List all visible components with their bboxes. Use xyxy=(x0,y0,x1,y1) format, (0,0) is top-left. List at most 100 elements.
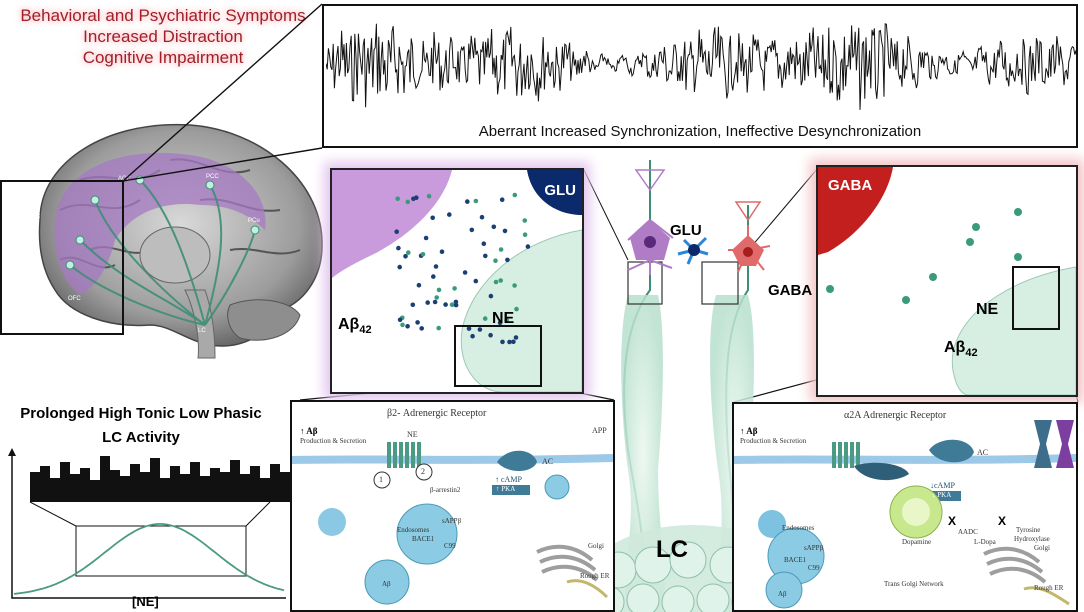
right-abeta-label: Aβ42 xyxy=(944,339,978,359)
activity-bar xyxy=(150,458,160,502)
lc-title-line1: Prolonged High Tonic Low Phasic xyxy=(20,405,262,422)
neurotransmitter-dot xyxy=(410,302,416,308)
beta2-ctf: C99 xyxy=(444,542,456,550)
neurotransmitter-dot xyxy=(443,302,448,307)
neurotransmitter-dot xyxy=(488,293,494,299)
neurotransmitter-dot xyxy=(525,244,531,249)
eeg-caption: Aberrant Increased Synchronization, Inef… xyxy=(478,123,922,140)
activity-bar xyxy=(90,480,100,502)
activity-bar xyxy=(280,472,290,502)
alpha2-aadc: AADC xyxy=(958,528,978,536)
neurotransmitter-dot xyxy=(449,302,455,307)
alpha2-ab: Aβ xyxy=(778,590,787,598)
neurotransmitter-dot xyxy=(447,212,452,217)
activity-bar xyxy=(160,478,170,502)
neurotransmitter-dot xyxy=(414,195,419,200)
neurotransmitter-dot xyxy=(452,286,457,291)
neurotransmitter-dot xyxy=(498,278,503,283)
beta2-receptor-panel: β2- Adrenergic Receptor ↑ Aβ Production … xyxy=(290,400,615,612)
neurotransmitter-dot xyxy=(482,316,488,321)
golgi-stack xyxy=(536,544,599,582)
neurotransmitter-dot xyxy=(397,264,402,270)
ac-enzyme xyxy=(497,450,537,471)
activity-bar xyxy=(30,472,40,502)
right-synapse-art xyxy=(818,167,1076,395)
neurotransmitter-dot xyxy=(512,192,518,198)
beta2-camp: ↑ cAMP xyxy=(495,475,522,484)
activity-bar xyxy=(200,476,210,502)
alpha2-endosomes: Endosomes xyxy=(782,524,815,532)
endosome-1 xyxy=(318,508,346,536)
neurotransmitter-dot xyxy=(403,254,408,259)
beta2-title: β2- Adrenergic Receptor xyxy=(387,408,487,419)
neurotransmitter-dots xyxy=(394,192,531,345)
region-dmpfc: dmPFC xyxy=(20,214,41,220)
neurotransmitter-dot xyxy=(491,224,497,230)
abeta-subscript: 42 xyxy=(359,324,372,337)
beta2-app: APP xyxy=(592,426,607,435)
neurotransmitter-dot xyxy=(502,228,508,234)
activity-bar xyxy=(250,466,260,502)
beta2-endosomes: Endosomes xyxy=(397,526,430,534)
abeta-text-right: Aβ xyxy=(944,339,966,356)
lc-label: LC xyxy=(656,536,688,563)
ne-axis-label: [NE] xyxy=(132,594,159,609)
cerebellum xyxy=(227,299,301,341)
alpha2-trans-golgi: Trans Golgi Network xyxy=(884,580,944,588)
lc-activity-title: Prolonged High Tonic Low Phasic LC Activ… xyxy=(0,402,282,450)
symptoms-block: Behavioral and Psychiatric Symptoms Incr… xyxy=(2,5,324,68)
gaba-terminal xyxy=(818,167,893,255)
neurotransmitter-dot xyxy=(465,199,470,204)
zoom-lines xyxy=(29,501,271,527)
neurotransmitter-dot xyxy=(405,324,410,329)
activity-bar xyxy=(270,464,280,502)
alpha2-endosome-3 xyxy=(765,571,803,609)
gaba-neuron-label: GABA xyxy=(768,282,813,299)
neurotransmitter-dot xyxy=(432,299,438,305)
neurotransmitter-dot xyxy=(469,227,475,233)
neurotransmitter-dot xyxy=(477,327,483,332)
activity-bar xyxy=(70,474,80,502)
alpha2-sapp: sAPPβ xyxy=(804,544,824,552)
right-receptor-zoom-box xyxy=(1012,266,1060,330)
alpha2-golgi xyxy=(983,546,1047,584)
beta2-ab: Aβ xyxy=(382,580,391,588)
gaba-neuron-box xyxy=(701,261,739,305)
zoom-box xyxy=(75,525,247,577)
alpha2-art xyxy=(734,420,1076,609)
activity-bar xyxy=(220,472,230,502)
neurotransmitter-dot xyxy=(420,252,426,257)
neurotransmitter-dot xyxy=(415,320,420,325)
neurotransmitter-dot xyxy=(394,229,399,234)
beta2-production: Production & Secretion xyxy=(300,437,367,445)
region-pcu: PCu xyxy=(248,218,260,224)
neurotransmitter-dot xyxy=(423,235,429,241)
alpha2-camp: ↓cAMP xyxy=(930,481,955,490)
alpha2-hydroxylase: Hydroxylase xyxy=(1014,535,1050,543)
gaba-neuron xyxy=(728,225,771,273)
alpha2-ac: AC xyxy=(977,448,989,457)
neurotransmitter-dot xyxy=(522,218,528,223)
neurotransmitter-dot xyxy=(433,264,439,269)
neurotransmitter-dot xyxy=(434,295,439,300)
activity-bar xyxy=(180,474,190,502)
activity-bar xyxy=(260,478,270,502)
beta2-art xyxy=(292,442,613,605)
activity-bar xyxy=(190,462,200,502)
left-receptor-zoom-box xyxy=(454,325,542,387)
neurotransmitter-dot xyxy=(511,339,516,345)
neurotransmitter-dot xyxy=(497,320,503,326)
neurotransmitter-dot xyxy=(436,325,441,331)
neurotransmitter-dot xyxy=(397,317,403,323)
left-glu-label: GLU xyxy=(544,182,576,199)
glu-neuron-label: GLU xyxy=(670,222,702,239)
beta2-step1: 1 xyxy=(379,475,383,484)
glu-synapse-star xyxy=(677,236,709,265)
neurotransmitter-dot xyxy=(419,326,424,331)
neurotransmitter-dot xyxy=(522,232,528,237)
glu-terminal xyxy=(527,170,582,215)
neurotransmitter-dot xyxy=(466,326,472,331)
region-vmpfc: vmPFC xyxy=(22,276,43,282)
neurotransmitter-dot xyxy=(488,332,493,338)
postsynaptic-neuron-right xyxy=(951,266,1076,395)
